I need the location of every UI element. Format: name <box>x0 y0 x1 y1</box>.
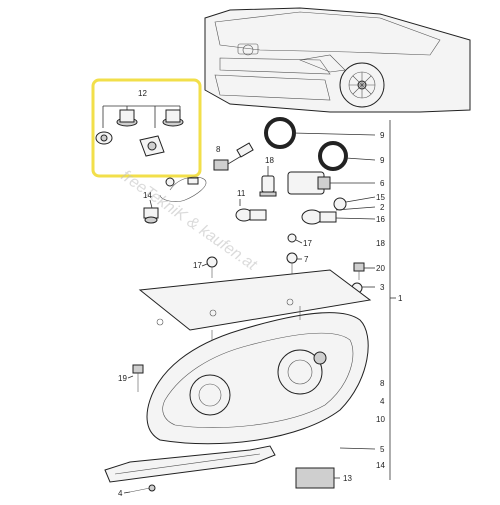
control-unit-6 <box>287 171 331 195</box>
callout-label-14-right: 14 <box>376 461 385 470</box>
callout-label-17-left: 17 <box>193 261 202 270</box>
screw-17-right <box>287 233 303 244</box>
callout-label-18-right: 18 <box>376 239 385 248</box>
connector-part-8: 8 <box>213 142 254 171</box>
bulb-part-11: 11 <box>235 189 267 222</box>
car-illustration <box>204 7 471 113</box>
callout-label-20: 20 <box>376 264 385 273</box>
callout-label-4-right: 4 <box>380 397 385 406</box>
callout-label-9-second: 9 <box>380 156 385 165</box>
callout-label-12: 12 <box>138 89 147 98</box>
headlight-housing <box>146 306 369 445</box>
callout-label-18: 18 <box>265 156 274 165</box>
bulb-holder-set <box>95 109 184 157</box>
callout-label-8-right: 8 <box>380 379 385 388</box>
callout-label-11: 11 <box>237 189 246 198</box>
small-bulb-part-14: 14 <box>143 191 159 224</box>
callout-label-6: 6 <box>380 179 385 188</box>
screw-19 <box>132 364 144 392</box>
callout-label-19: 19 <box>118 374 127 383</box>
mounting-bracket <box>138 269 372 331</box>
wiring-harness <box>159 176 207 202</box>
screw-20 <box>353 262 365 280</box>
callout-label-3: 3 <box>380 283 385 292</box>
bulb-2-16 <box>301 209 337 225</box>
vw-logo-icon <box>242 44 254 56</box>
callout-label-9-top: 9 <box>380 131 385 140</box>
callout-label-4-bottom: 4 <box>118 489 123 498</box>
callout-label-5: 5 <box>380 445 385 454</box>
callout-label-8: 8 <box>216 145 221 154</box>
right-leaders <box>292 120 396 480</box>
emblem-outline <box>237 43 259 55</box>
callout-label-15: 15 <box>376 193 385 202</box>
adjuster-ring-9b <box>318 141 348 171</box>
lower-trim-strip <box>104 445 276 483</box>
adjuster-ring-9a <box>264 117 296 149</box>
screw-4-bottom <box>129 484 156 493</box>
callout-label-13: 13 <box>343 474 352 483</box>
callout-label-7: 7 <box>304 255 309 264</box>
highlight-box <box>91 78 202 178</box>
screw-7-right <box>286 252 302 274</box>
callout-label-14: 14 <box>143 191 152 200</box>
callout-label-16: 16 <box>376 215 385 224</box>
callout-label-2: 2 <box>380 203 385 212</box>
callout-label-1: 1 <box>398 294 403 303</box>
callout-label-10: 10 <box>376 415 385 424</box>
callout-label-17-right: 17 <box>303 239 312 248</box>
bulb-part-18: 18 <box>259 156 277 197</box>
socket-15 <box>333 197 347 211</box>
screw-17-left <box>206 256 218 278</box>
label-patch-13 <box>295 467 335 489</box>
